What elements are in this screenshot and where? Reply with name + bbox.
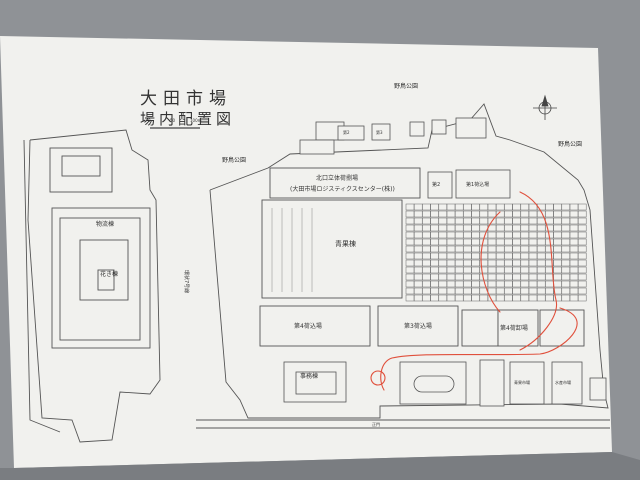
market-stall <box>577 245 587 253</box>
park-label-right: 野鳥公園 <box>558 140 582 148</box>
market-stall <box>577 238 587 246</box>
second-cargo-label: 第2 <box>432 181 440 188</box>
market-stall <box>577 287 587 295</box>
second-cargo <box>427 171 453 199</box>
small-right-a: 青果市場 <box>514 379 530 385</box>
north-tower-sub: (大田市場ロジスティクスセンター(株)) <box>290 185 395 193</box>
third-cargo-label: 第3荷込場 <box>404 322 432 330</box>
flower-label: 花き棟 <box>100 270 118 278</box>
road-label: 環状7号線 <box>183 270 190 293</box>
logistics-label: 物流棟 <box>96 220 114 228</box>
gate-s-label: 正門 <box>372 422 380 427</box>
fourth-cargo-label: 第4荷込場 <box>294 322 322 330</box>
market-stall <box>577 273 587 281</box>
office-label: 事務棟 <box>300 372 318 380</box>
park-label-left: 野鳥公園 <box>222 156 246 164</box>
small-right-b: 水産市場 <box>555 379 571 385</box>
scale-tick-2: 100m <box>190 118 202 123</box>
vegetable-building-lines <box>271 208 313 292</box>
hand-drawn-route <box>370 191 578 391</box>
lower-buildings <box>283 359 607 407</box>
paper-shadow <box>0 452 640 480</box>
market-stall <box>577 280 587 288</box>
compass-icon <box>533 94 557 120</box>
north-tower-label: 北口立体荷捌場 <box>316 174 358 182</box>
vegetable-label: 青果棟 <box>335 239 356 248</box>
market-stall <box>577 231 587 239</box>
market-stall <box>577 266 587 274</box>
market-stall <box>577 203 587 211</box>
scale-tick-1: 50 <box>170 118 176 123</box>
south-cargo-row <box>259 305 585 347</box>
main-boundary <box>196 103 610 429</box>
market-stall <box>577 210 587 218</box>
market-stall <box>577 252 587 260</box>
market-stall <box>577 224 587 232</box>
first-cargo-label: 第1荷込場 <box>466 181 489 188</box>
market-stall <box>577 217 587 225</box>
north-buildings <box>299 117 487 155</box>
park-label-top: 野鳥公園 <box>394 82 418 90</box>
bldg-3-label: 第3 <box>376 129 383 135</box>
map-subtitle: 場内配置図 <box>140 110 235 128</box>
bldg-2-label: 第2 <box>343 129 350 135</box>
scale-tick-0: 0 <box>148 118 151 123</box>
north-tower <box>269 167 421 199</box>
market-stall <box>577 259 587 267</box>
first-cargo <box>455 169 511 199</box>
fourth-cargo-b-label: 第4荷卸場 <box>500 324 528 332</box>
vegetable-building <box>261 199 403 299</box>
left-area <box>23 129 161 443</box>
market-stall <box>577 294 587 302</box>
map-title: 大田市場 <box>140 89 232 109</box>
